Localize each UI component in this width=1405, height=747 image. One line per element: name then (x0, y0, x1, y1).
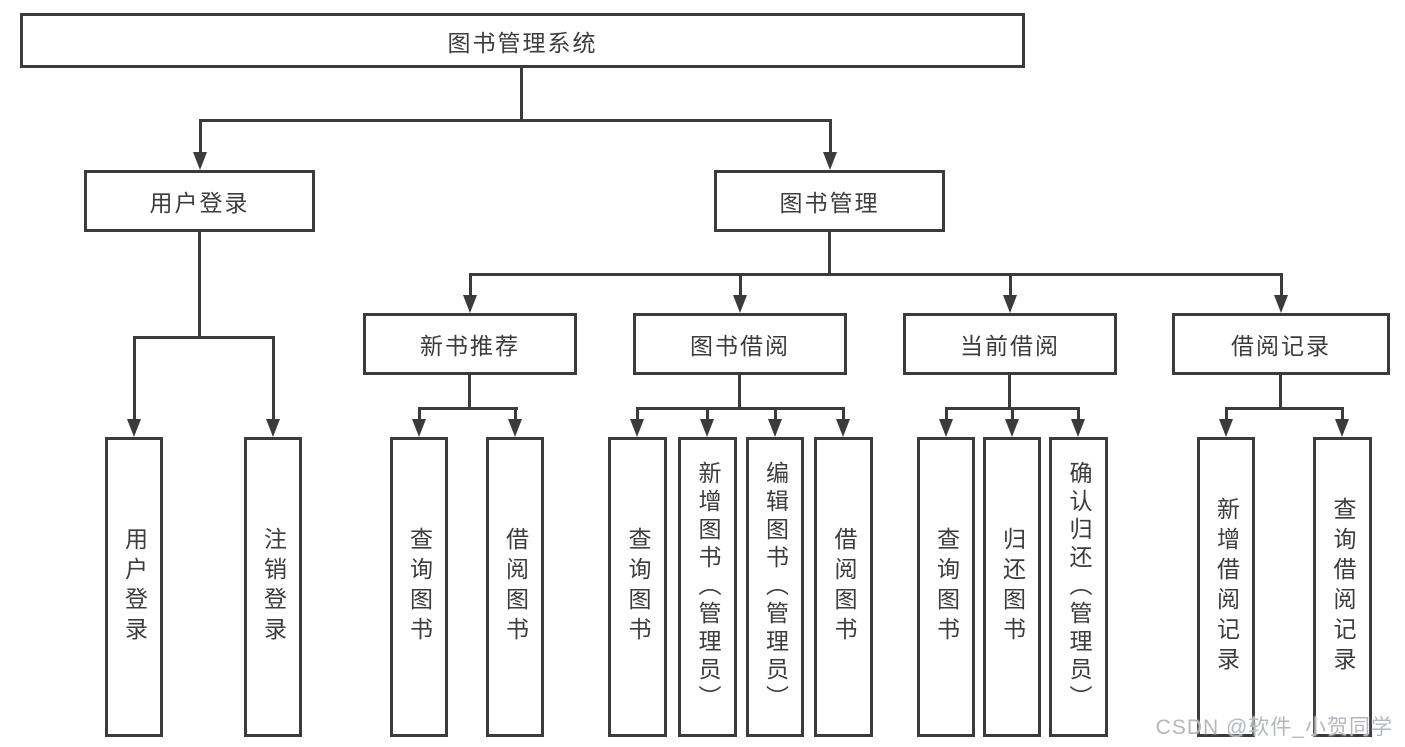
connector-stem (774, 407, 777, 422)
connector-user-login-rail (133, 336, 275, 339)
leaf-confirm-return-admin: 确认归还（管理员） (1049, 437, 1108, 737)
connector-book-management-trunk (828, 232, 831, 273)
leaf-add-borrow-record: 新增借阅记录 (1197, 437, 1255, 737)
connector-stem (706, 407, 709, 422)
connector-stem-leaf-user-login (133, 336, 136, 421)
connector-stem-borrowing-records (1280, 273, 1283, 297)
connector-book-borrowing-trunk (738, 375, 741, 407)
leaf-edit-books-admin: 编辑图书（管理员） (746, 437, 804, 737)
csdn-watermark: CSDN @软件_小贺同学 (1155, 716, 1393, 739)
arrowhead-return-books (1005, 419, 1019, 437)
arrowhead-add-borrow-record (1219, 419, 1233, 437)
arrowhead-borrow-books-recommend (508, 419, 522, 437)
connector-new-book-trunk (468, 375, 471, 407)
node-book-borrowing: 图书借阅 (633, 313, 847, 375)
leaf-return-books: 归还图书 (983, 437, 1041, 737)
arrowhead-new-book-recommend (463, 295, 477, 313)
arrowhead-confirm-return-admin (1071, 419, 1085, 437)
connector-stem (1077, 407, 1080, 422)
leaf-add-books-admin: 新增图书（管理员） (678, 437, 737, 737)
node-borrowing-records: 借阅记录 (1172, 313, 1390, 375)
arrowhead-query-books-current (939, 419, 953, 437)
connector-book-borrowing-rail (636, 407, 845, 410)
connector-stem (514, 407, 517, 422)
node-current-borrowing: 当前借阅 (903, 313, 1117, 375)
connector-stem-new-book-recommend (469, 273, 472, 297)
node-user-login: 用户登录 (84, 170, 315, 232)
connector-current-borrowing-trunk (1008, 375, 1011, 407)
connector-stem-book-borrowing (739, 273, 742, 297)
arrowhead-borrow-books-borrowing (836, 419, 850, 437)
leaf-query-books-recommend: 查询图书 (390, 437, 448, 737)
arrowhead-leaf-user-login (127, 419, 141, 437)
leaf-borrow-books-borrowing: 借阅图书 (814, 437, 873, 737)
arrowhead-query-books-recommend (412, 419, 426, 437)
connector-stem-user-login (199, 119, 202, 155)
connector-stem (945, 407, 948, 422)
connector-stem-book-management (829, 119, 832, 155)
connector-stem (1225, 407, 1228, 422)
connector-borrowing-records-rail (1225, 407, 1344, 410)
node-new-book-recommend: 新书推荐 (363, 313, 577, 375)
arrowhead-query-books-borrowing (630, 419, 644, 437)
node-root: 图书管理系统 (20, 13, 1025, 68)
connector-stem-current-borrowing (1009, 273, 1012, 297)
connector-stem (842, 407, 845, 422)
arrowhead-book-management (823, 152, 837, 170)
connector-level3-rail (469, 273, 1283, 276)
connector-stem (636, 407, 639, 422)
connector-stem (1011, 407, 1014, 422)
connector-stem (1341, 407, 1344, 422)
leaf-query-books-borrowing: 查询图书 (608, 437, 667, 737)
arrowhead-current-borrowing (1003, 295, 1017, 313)
arrowhead-book-borrowing (733, 295, 747, 313)
connector-stem (418, 407, 421, 422)
leaf-user-login: 用户登录 (105, 437, 163, 737)
connector-root-trunk (520, 68, 523, 119)
arrowhead-query-borrow-record (1335, 419, 1349, 437)
leaf-borrow-books-recommend: 借阅图书 (486, 437, 544, 737)
arrowhead-borrowing-records (1274, 295, 1288, 313)
node-book-management: 图书管理 (714, 170, 945, 232)
arrowhead-leaf-logout (266, 419, 280, 437)
connector-user-login-trunk (198, 232, 201, 336)
connector-new-book-rail (418, 407, 518, 410)
connector-stem-leaf-logout (272, 336, 275, 421)
connector-level2-rail (199, 119, 831, 122)
leaf-query-books-current: 查询图书 (917, 437, 975, 737)
arrowhead-user-login (193, 152, 207, 170)
connector-borrowing-records-trunk (1279, 375, 1282, 407)
leaf-logout: 注销登录 (244, 437, 302, 737)
leaf-query-borrow-record: 查询借阅记录 (1313, 437, 1372, 737)
arrowhead-edit-books-admin (768, 419, 782, 437)
arrowhead-add-books-admin (700, 419, 714, 437)
